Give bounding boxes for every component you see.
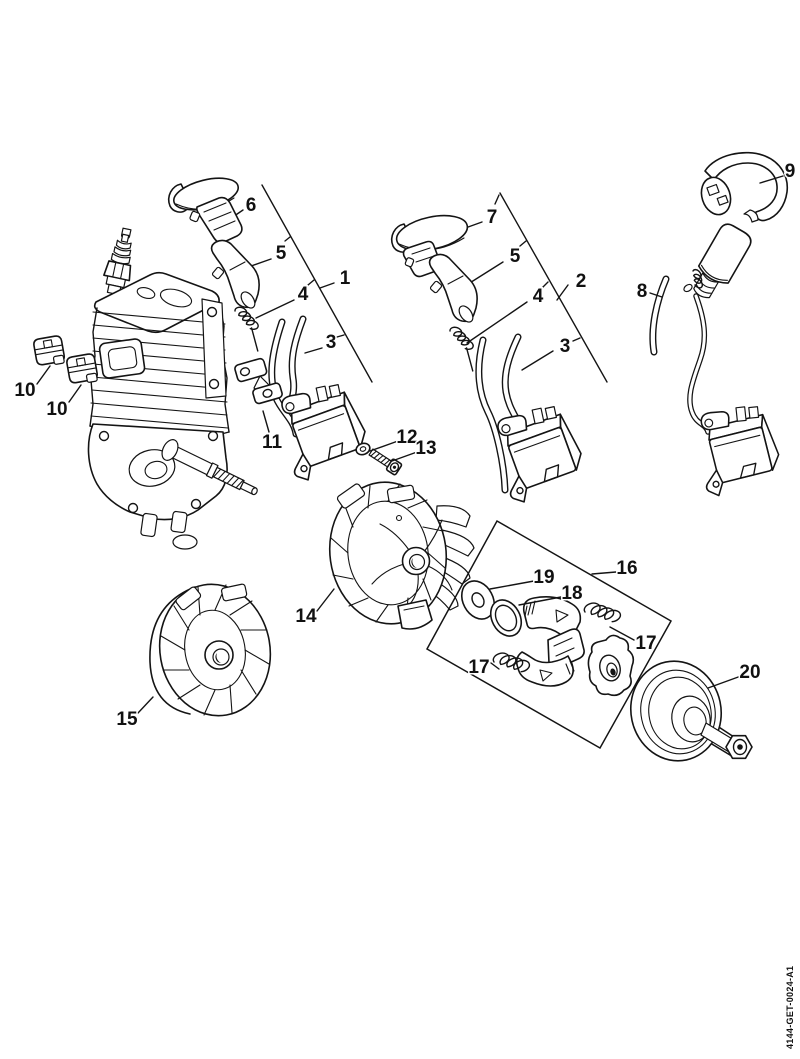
clutch-hub [587, 634, 635, 697]
washer-19 [460, 580, 496, 620]
callout-14: 14 [295, 606, 317, 627]
callout-1: 1 [340, 268, 351, 289]
ignition-module-right [700, 406, 780, 497]
spark-plug-cap-6 [167, 177, 243, 244]
callout-12: 12 [396, 427, 417, 448]
callout-4-left: 4 [298, 284, 309, 305]
washer-12 [355, 442, 371, 456]
engine-assembly [87, 227, 258, 550]
spark-plug-boot [693, 223, 752, 299]
flywheel-15 [149, 583, 272, 717]
tube-8 [649, 275, 670, 356]
callout-13: 13 [415, 438, 436, 459]
boot-sleeve-5-right [428, 253, 478, 323]
boot-spring-connector [692, 268, 703, 289]
callout-2: 2 [576, 271, 587, 292]
clip-10-b [66, 353, 98, 384]
callout-3-left: 3 [326, 332, 337, 353]
callout-10-a: 10 [14, 380, 35, 401]
callout-16: 16 [616, 558, 637, 579]
cable-end-washer [683, 283, 693, 293]
callout-5-left: 5 [276, 243, 287, 264]
spark-plug-cap-9 [700, 151, 789, 223]
callout-17-left: 17 [468, 657, 489, 678]
spring-17-right [583, 602, 622, 623]
callouts: 1 2 3 3 4 4 5 5 6 7 8 9 10 10 11 12 13 1… [13, 160, 797, 732]
spring-4-right [449, 326, 474, 372]
bracket-11 [234, 357, 283, 405]
boot-sleeve-5-left [210, 239, 260, 309]
ignition-module-left [281, 384, 366, 481]
wires-3-right [475, 333, 522, 494]
cylinder-bolt-boss [201, 298, 227, 399]
spark-plug [103, 227, 132, 296]
intake-flange [98, 338, 146, 379]
spring-4-left [234, 306, 259, 352]
ring-18 [489, 599, 523, 637]
callout-3-right: 3 [560, 336, 571, 357]
callout-6: 6 [246, 195, 257, 216]
callout-5-right: 5 [510, 246, 521, 267]
spring-17-left [492, 652, 531, 673]
crankshaft [161, 439, 258, 496]
clutch-kit-box [425, 519, 673, 750]
callout-18: 18 [561, 583, 582, 604]
callout-11: 11 [262, 432, 283, 453]
clutch-drum-20 [629, 660, 753, 762]
flywheel-14 [328, 481, 475, 630]
ignition-module-middle [497, 406, 582, 503]
callout-20: 20 [739, 662, 760, 683]
callout-15: 15 [116, 709, 138, 730]
callout-8: 8 [637, 281, 648, 302]
screw-13 [368, 448, 403, 476]
callout-leader-lines [36, 175, 784, 714]
callout-7: 7 [487, 207, 498, 228]
clip-10-a [33, 335, 65, 366]
drawing-number: 4144-GET-0024-A1 [785, 966, 795, 1049]
ignition-cable [687, 293, 711, 435]
callout-19: 19 [533, 567, 554, 588]
callout-9: 9 [785, 161, 796, 182]
callout-4-right: 4 [533, 286, 544, 307]
clutch-shoes [515, 596, 585, 687]
callout-17-right: 17 [635, 633, 656, 654]
callout-10-b: 10 [46, 399, 67, 420]
